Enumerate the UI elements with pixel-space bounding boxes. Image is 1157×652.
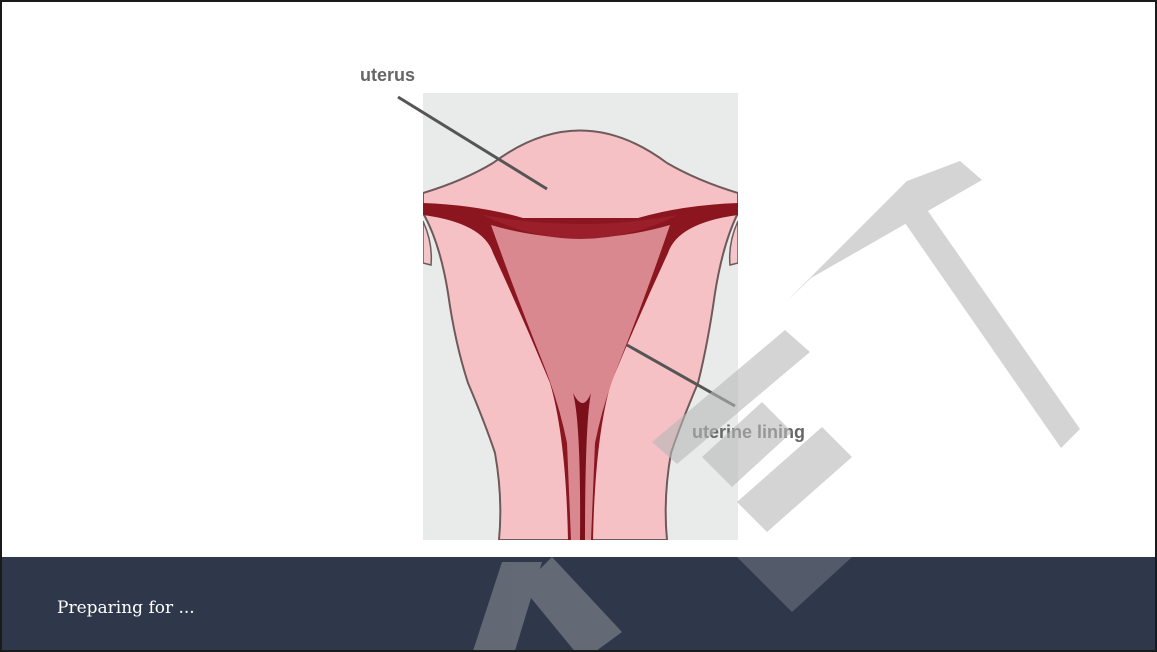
footer-title: Preparing for ... [57,598,195,618]
uterus-label: uterus [360,65,415,86]
uterine-lining-label: uterine lining [692,422,805,443]
watermark-letter-t [788,181,1080,448]
uterus-illustration [423,93,738,540]
